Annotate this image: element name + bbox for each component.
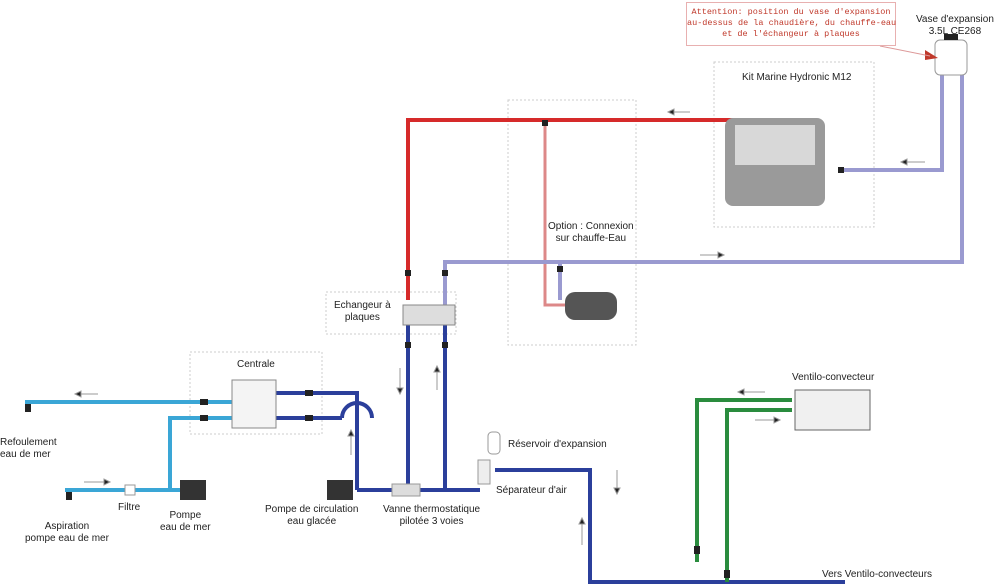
- refoulement-label: Refoulement eau de mer: [0, 437, 57, 461]
- option-label-line2: sur chauffe-Eau: [555, 233, 627, 244]
- aspiration-label-line2: pompe eau de mer: [25, 533, 109, 544]
- filter: [124, 484, 136, 496]
- pompe-circulation-label: Pompe de circulation eau glacée: [265, 504, 358, 528]
- filtre-label: Filtre: [118, 502, 141, 513]
- vanne-label: Vanne thermostatique pilotée 3 voies: [383, 504, 480, 528]
- vase-label-line2: 3.5L CE268: [928, 26, 982, 37]
- attention-line-1: Attention: position du vase d'expansion: [691, 7, 891, 17]
- plate-exchanger: [402, 304, 456, 326]
- vase-label-line1: Vase d'expansion: [916, 14, 994, 25]
- kit-label: Kit Marine Hydronic M12: [742, 72, 852, 83]
- echangeur-box: [325, 291, 457, 335]
- circulation-pump: [327, 480, 353, 500]
- seawater-pipes: [25, 400, 240, 492]
- separateur-label: Séparateur d'air: [496, 485, 567, 496]
- option-box: [507, 99, 637, 346]
- centrale-label: Centrale: [237, 359, 275, 370]
- vanne-label-line2: pilotée 3 voies: [399, 516, 464, 527]
- pompe-circulation-label-line1: Pompe de circulation: [265, 504, 359, 515]
- aspiration-label: Aspiration pompe eau de mer: [25, 521, 109, 545]
- vanne-label-line1: Vanne thermostatique: [383, 504, 481, 515]
- chilled-pipes: [275, 325, 845, 584]
- pompe-circulation-label-line2: eau glacée: [287, 516, 337, 527]
- expansion-reservoir: [487, 431, 501, 455]
- refoulement-label-line2: eau de mer: [0, 449, 51, 460]
- vase-label: Vase d'expansion 3.5L CE268: [916, 14, 994, 38]
- vessel-cap: [944, 34, 958, 40]
- aspiration-label-line1: Aspiration: [44, 521, 90, 532]
- three-way-valve: [391, 483, 421, 497]
- kit-box: [713, 61, 875, 228]
- hot-branch-pipe: [543, 120, 565, 307]
- refoulement-label-line1: Refoulement: [0, 437, 57, 448]
- ventilo-label: Ventilo-convecteur: [792, 372, 875, 383]
- attention-line-2: au-dessus de la chaudière, du chauffe-ea…: [687, 18, 897, 28]
- attention-line-3: et de l'échangeur à plaques: [722, 29, 860, 39]
- return-pipes: [443, 75, 964, 305]
- pompe-label-line2: eau de mer: [160, 522, 211, 533]
- seawater-pump: [180, 480, 206, 500]
- warning-arrow-icon: [925, 50, 938, 60]
- option-label-line1: Option : Connexion: [548, 221, 634, 232]
- attention-note: Attention: position du vase d'expansion …: [686, 2, 896, 46]
- echangeur-label-line1: Echangeur à: [334, 300, 391, 311]
- echangeur-label-line2: plaques: [344, 312, 380, 323]
- centrale-unit: [231, 379, 277, 429]
- vers-ventilo-label: Vers Ventilo-convecteurs: [822, 569, 933, 580]
- valves: [25, 120, 844, 578]
- warning-pointer: [879, 45, 931, 57]
- air-separator: [477, 459, 491, 485]
- echangeur-label: Echangeur à plaques: [334, 300, 391, 324]
- option-label: Option : Connexion sur chauffe-Eau: [548, 221, 634, 245]
- flow-arrows: [73, 108, 925, 545]
- water-heater: [565, 292, 617, 320]
- pompe-label-line1: Pompe: [169, 510, 202, 521]
- expansion-vessel: [934, 39, 968, 76]
- group-boxes: [189, 61, 875, 435]
- pompe-label: Pompe eau de mer: [160, 510, 211, 534]
- fancoil-pipes: [695, 398, 792, 582]
- fan-coil-unit: [794, 389, 871, 431]
- heater-unit: [725, 118, 825, 206]
- reservoir-label: Réservoir d'expansion: [508, 439, 607, 450]
